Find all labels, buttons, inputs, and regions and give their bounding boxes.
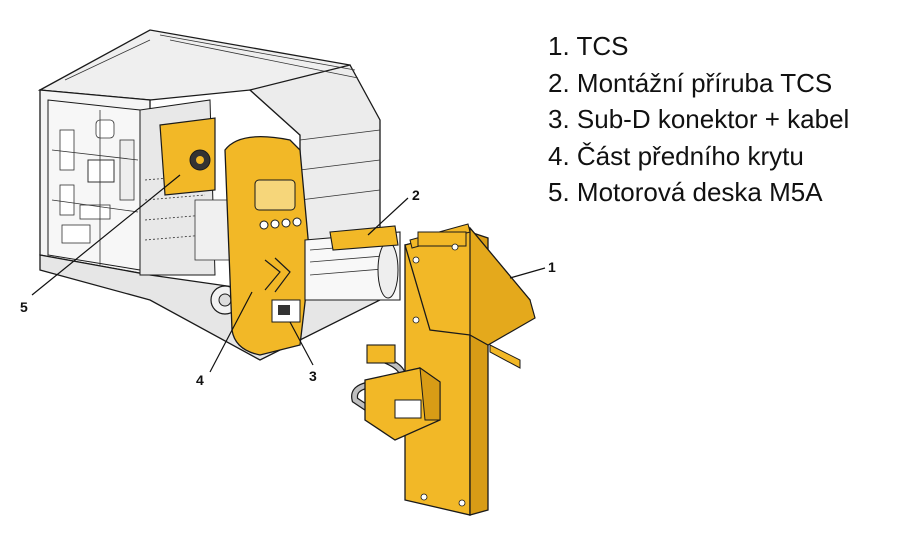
callout-1: 1 [548, 259, 556, 275]
leader-lines [31, 174, 546, 373]
subd-connector-cable [351, 344, 441, 441]
leader-4 [209, 291, 253, 373]
control-board [47, 99, 141, 271]
leader-5 [31, 174, 181, 296]
legend-item-subd-connector: 3. Sub-D konektor + kabel [548, 104, 850, 134]
tcs-unit [404, 223, 536, 516]
front-cover-part [224, 136, 311, 356]
parts-legend: 1. TCS 2. Montážní příruba TCS 3. Sub-D … [548, 28, 849, 211]
leader-2 [367, 197, 409, 236]
leader-1 [509, 267, 546, 279]
tcs-mounting-flange [329, 225, 399, 251]
callout-2: 2 [412, 187, 420, 203]
legend-item-mounting-flange: 2. Montážní příruba TCS [548, 67, 833, 98]
leader-3 [289, 321, 314, 366]
legend-item-tcs: 1. TCS [548, 31, 629, 61]
legend-item-motor-board: 5. Motorová deska M5A [548, 177, 823, 207]
callout-5: 5 [20, 299, 28, 315]
callout-4: 4 [196, 372, 204, 388]
callout-3: 3 [309, 368, 317, 384]
platen-area [304, 231, 401, 301]
legend-item-front-cover: 4. Část předního krytu [548, 140, 804, 171]
motor-board-m5a [159, 117, 216, 196]
